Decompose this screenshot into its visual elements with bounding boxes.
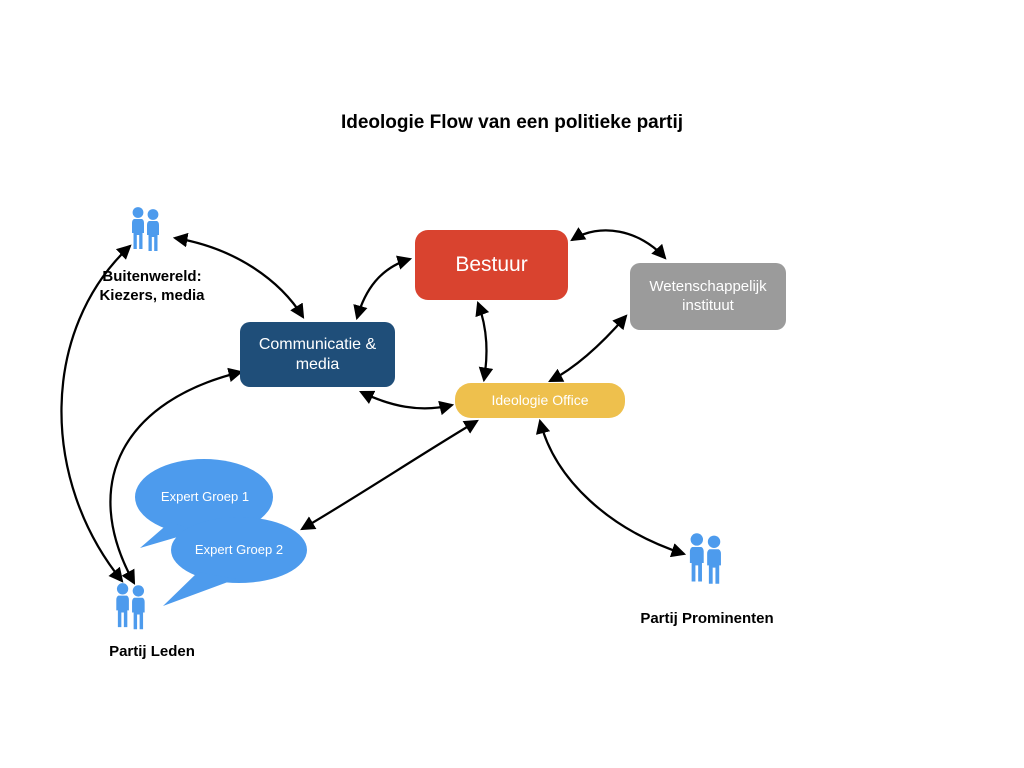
node-bestuur: Bestuur [415, 230, 568, 300]
node-communicatie-label: Communicatie & media [258, 335, 377, 373]
arrow-buitenwereld-communicatie [172, 232, 305, 319]
arrow-ideologie-expertgroepen [300, 419, 479, 531]
arrow-ideologie-communicatie [359, 390, 455, 416]
node-communicatie-media: Communicatie & media [240, 322, 395, 387]
arrow-communicatie-bestuur [353, 255, 413, 321]
node-wetenschappelijk-instituut: Wetenschappelijk instituut [630, 263, 786, 330]
people-icon-buitenwereld [132, 207, 159, 251]
node-ideologie-office: Ideologie Office [455, 383, 625, 418]
arrow-layer [60, 227, 687, 585]
arrow-bestuur-ideologie [475, 300, 494, 383]
node-bestuur-label: Bestuur [455, 252, 528, 276]
expert-groep-1-label: Expert Groep 1 [160, 489, 250, 504]
people-icon-partij-leden [116, 583, 144, 629]
node-ideologie-label: Ideologie Office [491, 391, 589, 408]
speech-bubbles [135, 459, 307, 606]
people-icon-partij-prominenten [690, 533, 721, 583]
node-wetenschappelijk-label: Wetenschappelijk instituut [649, 277, 767, 314]
arrow-ideologie-prominenten [535, 418, 687, 558]
speech-bubble-1-tail [140, 522, 198, 548]
arrow-wetenschappelijk-ideologie [548, 314, 628, 383]
arrow-buitenwereld-partijleden [60, 244, 132, 583]
speech-bubble-expert-groep-1 [135, 459, 273, 535]
actor-label-partij-leden: Partij Leden [109, 643, 195, 660]
actor-label-partij-prominenten: Partij Prominenten [640, 610, 774, 627]
diagram-title: Ideologie Flow van een politieke partij [340, 112, 684, 133]
speech-bubble-2-tail [163, 572, 236, 606]
arrow-bestuur-wetenschappelijk [570, 227, 667, 260]
actor-label-buitenwereld: Buitenwereld: Kiezers, media [99, 268, 205, 304]
arrow-communicatie-partijleden [109, 367, 244, 585]
speech-bubble-expert-groep-2 [171, 517, 307, 583]
expert-groep-2-label: Expert Groep 2 [194, 542, 284, 557]
